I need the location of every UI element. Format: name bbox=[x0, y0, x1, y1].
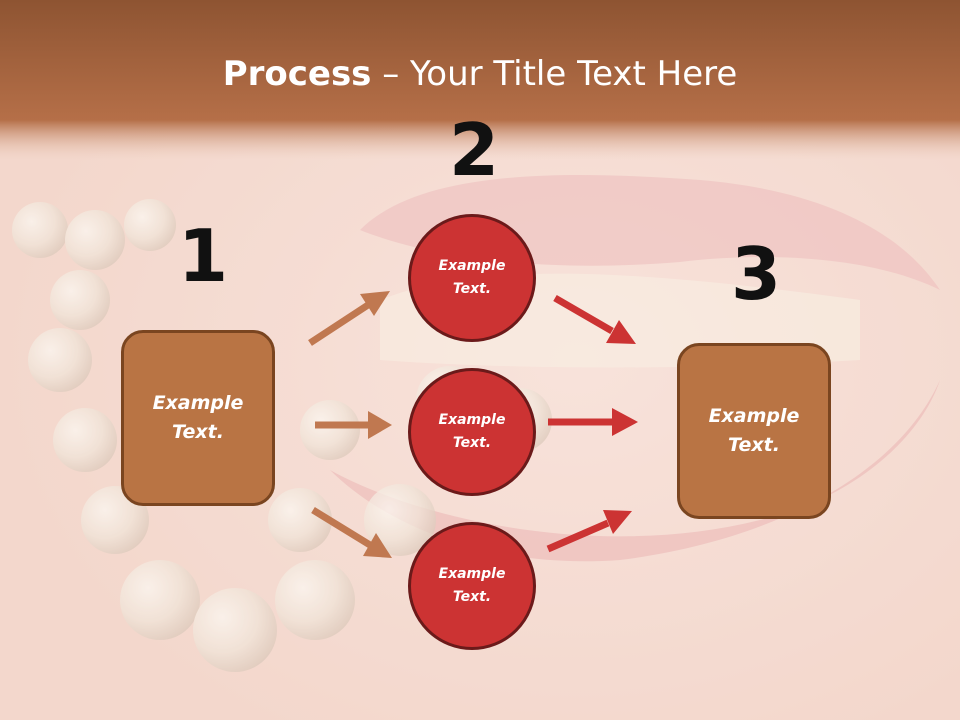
step-1-box: Example Text. bbox=[121, 330, 275, 506]
step-2-circle-top: Example Text. bbox=[408, 214, 536, 342]
title-rest: – Your Title Text Here bbox=[371, 54, 738, 94]
circle-bottom-text: Example Text. bbox=[438, 566, 506, 605]
step-2-circle-middle: Example Text. bbox=[408, 368, 536, 496]
step-3-box-text: Example Text. bbox=[708, 405, 800, 456]
step-number-2: 2 bbox=[449, 108, 500, 192]
step-2-circle-bottom: Example Text. bbox=[408, 522, 536, 650]
title-bold: Process bbox=[222, 54, 372, 94]
circle-middle-text: Example Text. bbox=[438, 412, 506, 451]
step-3-box: Example Text. bbox=[677, 343, 831, 519]
arrow-top-to-box bbox=[553, 294, 636, 344]
slide-title: Process – Your Title Text Here bbox=[0, 52, 960, 96]
arrow-to-circle-bottom bbox=[311, 507, 392, 558]
step-number-3: 3 bbox=[731, 232, 782, 316]
circle-top-text: Example Text. bbox=[438, 258, 506, 297]
arrow-bottom-to-box bbox=[546, 510, 632, 553]
arrow-to-circle-top bbox=[308, 291, 390, 346]
arrow-to-circle-middle bbox=[315, 411, 392, 439]
arrow-middle-to-box bbox=[548, 408, 638, 436]
step-1-box-text: Example Text. bbox=[152, 392, 244, 443]
step-number-1: 1 bbox=[178, 214, 229, 298]
